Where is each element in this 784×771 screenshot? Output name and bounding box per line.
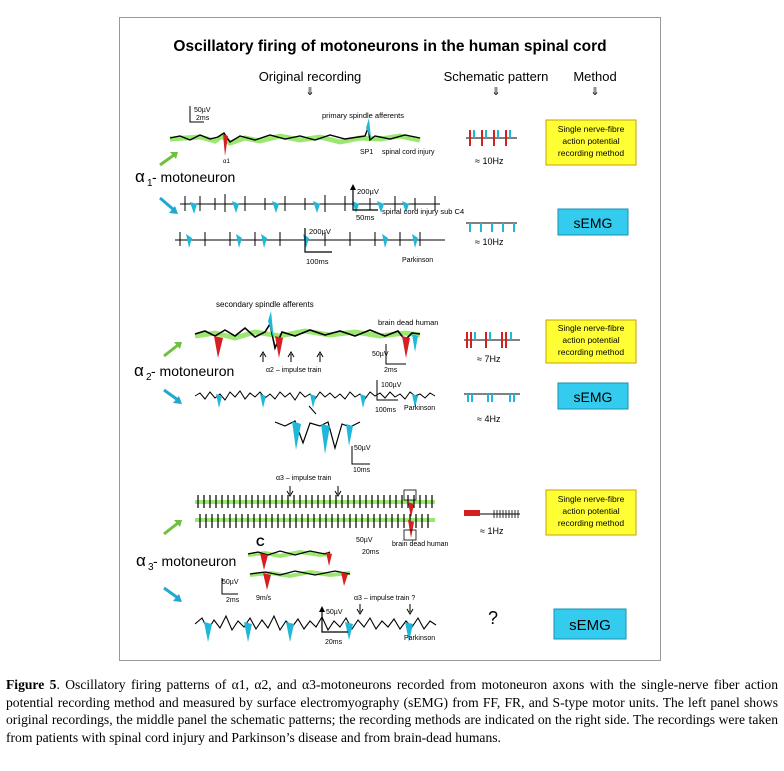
header-original: Original recording (259, 69, 362, 84)
a1-trace2: 200µV 50ms spinal cord injury sub C4 (180, 184, 464, 222)
a1-schematic1: ≈ 10Hz (466, 130, 517, 166)
a1-primary-label: primary spindle afferents (322, 111, 404, 120)
a1-alpha-small: α1 (223, 159, 230, 165)
a2-inset-t: 10ms (353, 467, 371, 474)
a3-method1-line1: Single nerve-fibre (558, 494, 625, 504)
a2-label-sub: 2 (146, 372, 152, 383)
header-original-arrow: ⇓ (305, 86, 314, 98)
a1-scale-v: 50µV (194, 107, 211, 114)
a2-trace2: 100µV 100ms Parkinson (194, 380, 436, 414)
a3-schematic1: ≈ 1Hz (464, 510, 520, 536)
a3-method2-box (553, 608, 627, 640)
a1-parkinson: Parkinson (402, 257, 433, 264)
figure-title: Oscillatory firing of motoneurons in the… (173, 38, 606, 55)
a1-method1-box (545, 119, 637, 166)
a3-c-label: C (256, 535, 265, 549)
alpha2-section: secondary spindle afferents brain dead h… (134, 300, 637, 474)
a2-inset-v: 50µV (354, 445, 371, 452)
caption-label: Figure 5 (6, 677, 57, 692)
a1-freq1: ≈ 10Hz (475, 156, 504, 166)
a2-trace1: 50µV 2ms α2 – impulse train (194, 311, 421, 374)
a1-t3-v: 200µV (309, 227, 331, 236)
a3-scale2-v: 50µV (222, 579, 239, 586)
a2-parkinson: Parkinson (404, 405, 435, 412)
a2-t2-v: 100µV (381, 382, 402, 389)
a3-trace-t: 20ms (325, 639, 343, 646)
a1-label-greek: α (135, 167, 145, 186)
a2-method1-line1: Single nerve-fibre (558, 323, 625, 333)
a2-method1-line2: action potential (562, 335, 619, 345)
a2-brain-dead: brain dead human (378, 318, 438, 327)
a3-impulse: α3 – impulse train (276, 475, 332, 482)
a3-question: ? (488, 608, 498, 628)
a2-secondary-label: secondary spindle afferents (216, 300, 314, 309)
a2-impulse: α2 – impulse train (266, 367, 322, 374)
figure-panel: Oscillatory firing of motoneurons in the… (119, 17, 661, 661)
a3-method1-box (545, 489, 637, 536)
a2-label-suffix: - motoneuron (151, 363, 234, 379)
a1-method1-line1: Single nerve-fibre (558, 124, 625, 134)
a2-t2-t: 100ms (375, 407, 397, 414)
a3-freq1: ≈ 1Hz (480, 526, 504, 536)
a1-method2: sEMG (574, 215, 613, 231)
a2-label-greek: α (134, 361, 144, 380)
a2-scale-t: 2ms (384, 367, 398, 374)
a3-scale-t: 20ms (362, 549, 380, 556)
a1-sci: spinal cord injury (382, 149, 435, 156)
a3-trace3: 50µV 20ms Parkinson (194, 606, 437, 646)
a3-velocity: 9m/s (256, 595, 272, 602)
a3-scale2-t: 2ms (226, 597, 240, 604)
a3-label-greek: α (136, 551, 146, 570)
a1-method1-line2: action potential (562, 136, 619, 146)
a2-schematic2: ≈ 4Hz (464, 393, 520, 424)
a1-label-sub: 1 (147, 178, 153, 189)
a3-scale-v: 50µV (356, 537, 373, 544)
alpha3-section: α3 – impulse train C 50µV 20ms brain dea… (136, 475, 637, 646)
a3-label-suffix: - motoneuron (153, 553, 236, 569)
a1-scale-t: 2ms (196, 115, 210, 122)
a1-method1-line3: recording method (558, 148, 624, 158)
a2-schematic1: ≈ 7Hz (464, 332, 520, 364)
a3-label-sub: 3 (148, 562, 154, 573)
a2-freq1: ≈ 7Hz (477, 354, 501, 364)
a1-label-suffix: - motoneuron (152, 169, 235, 185)
header-method: Method (573, 69, 616, 84)
a3-method2: sEMG (569, 617, 611, 634)
header-method-arrow: ⇓ (590, 86, 599, 98)
a1-method2-box (557, 208, 629, 236)
a3-method1-line3: recording method (558, 518, 624, 528)
figure-graphic: Oscillatory firing of motoneurons in the… (134, 38, 637, 646)
a3-brain-dead: brain dead human (392, 541, 449, 548)
a3-parkinson: Parkinson (404, 635, 435, 642)
a1-schematic2: ≈ 10Hz (466, 222, 517, 247)
a2-method1-box (545, 319, 637, 364)
a3-impulse2: α3 – impulse train ? (354, 595, 415, 602)
a2-scale-v: 50µV (372, 351, 389, 358)
a2-method2: sEMG (574, 389, 613, 405)
a3-trace2 (195, 514, 435, 541)
a1-sp1: SP1 (360, 149, 373, 156)
figure-caption: Figure 5. Oscillatory firing patterns of… (6, 676, 778, 746)
a1-t2-t: 50ms (356, 213, 375, 222)
a1-trace3: 200µV 100ms Parkinson (175, 227, 445, 266)
a1-t3-t: 100ms (306, 257, 329, 266)
a3-trace1 (195, 489, 435, 518)
a1-freq2: ≈ 10Hz (475, 237, 504, 247)
a3-method1-line2: action potential (562, 506, 619, 516)
header-schematic: Schematic pattern (444, 69, 549, 84)
a1-trace1: α1 SP1 spinal cord injury (169, 118, 435, 165)
alpha1-section: 50µV 2ms primary spindle afferents α1 SP… (135, 106, 637, 266)
a3-c-traces (247, 549, 351, 590)
a2-method2-box (557, 382, 629, 410)
header-schematic-arrow: ⇓ (491, 86, 500, 98)
a1-t2-v: 200µV (357, 187, 379, 196)
a2-inset: 50µV 10ms (274, 405, 371, 474)
a1-sci-c4: spinal cord injury sub C4 (382, 207, 464, 216)
a2-freq2: ≈ 4Hz (477, 414, 501, 424)
caption-text: . Oscillatory firing patterns of α1, α2,… (6, 677, 778, 745)
a2-method1-line3: recording method (558, 347, 624, 357)
a3-trace-v: 50µV (326, 609, 343, 616)
